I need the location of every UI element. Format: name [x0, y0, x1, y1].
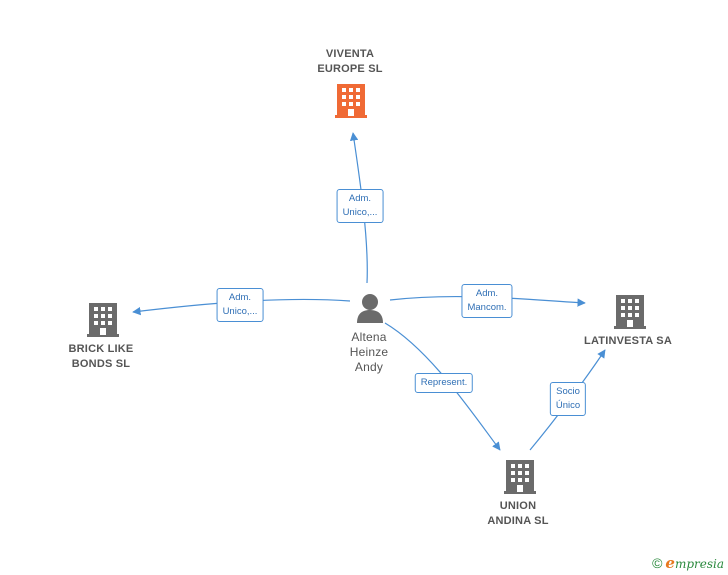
brand-name: mpresia — [674, 557, 724, 571]
node-label-union[interactable]: UNION ANDINA SL — [487, 499, 548, 529]
building-icon[interactable] — [504, 460, 536, 494]
node-label-brick[interactable]: BRICK LIKE BONDS SL — [69, 342, 134, 372]
person-icon[interactable] — [357, 294, 383, 323]
edge-label-line: Unico,... — [222, 306, 258, 317]
node-label-line: BONDS SL — [71, 358, 131, 370]
edge-label-to-latinvesta[interactable]: Adm. Mancom. — [461, 284, 513, 318]
node-label-viventa[interactable]: VIVENTA EUROPE SL — [317, 47, 382, 77]
edge-label-line: Represent. — [420, 377, 468, 388]
node-label-line: Andy — [354, 360, 384, 374]
edge-label-to-brick[interactable]: Adm. Unico,... — [216, 288, 264, 322]
building-icon[interactable] — [614, 295, 646, 329]
edge-label-to-union[interactable]: Represent. — [414, 373, 474, 393]
node-label-line: LATINVESTA SA — [584, 335, 672, 347]
edge-label-line: Único — [555, 400, 581, 411]
footer-brand: © empresia — [652, 554, 724, 572]
node-label-line: UNION — [499, 500, 537, 512]
node-label-line: Altena — [351, 330, 387, 344]
copyright-icon: © — [652, 555, 663, 571]
edge-label-line: Unico,... — [342, 207, 378, 218]
node-label-line: EUROPE SL — [317, 63, 383, 75]
building-icon[interactable] — [335, 84, 367, 118]
edge-label-line: Adm. — [228, 292, 252, 303]
node-label-person[interactable]: Altena Heinze Andy — [350, 330, 389, 375]
edge-label-line: Adm. — [475, 288, 499, 299]
edge-label-line: Socio — [556, 386, 580, 397]
edge-label-line: Mancom. — [467, 302, 507, 313]
edge-label-line: Adm. — [348, 193, 372, 204]
edge-label-union-to-latinvesta[interactable]: Socio Único — [549, 382, 587, 416]
building-icon[interactable] — [87, 303, 119, 337]
node-label-line: ANDINA SL — [487, 515, 549, 527]
brand-initial: e — [665, 554, 675, 572]
node-label-line: VIVENTA — [325, 48, 375, 60]
node-label-line: BRICK LIKE — [68, 343, 134, 355]
node-label-latinvesta[interactable]: LATINVESTA SA — [584, 334, 672, 349]
node-label-line: Heinze — [349, 345, 389, 359]
brand-logo[interactable]: empresia — [665, 554, 724, 572]
edge-label-to-viventa[interactable]: Adm. Unico,... — [336, 189, 384, 223]
